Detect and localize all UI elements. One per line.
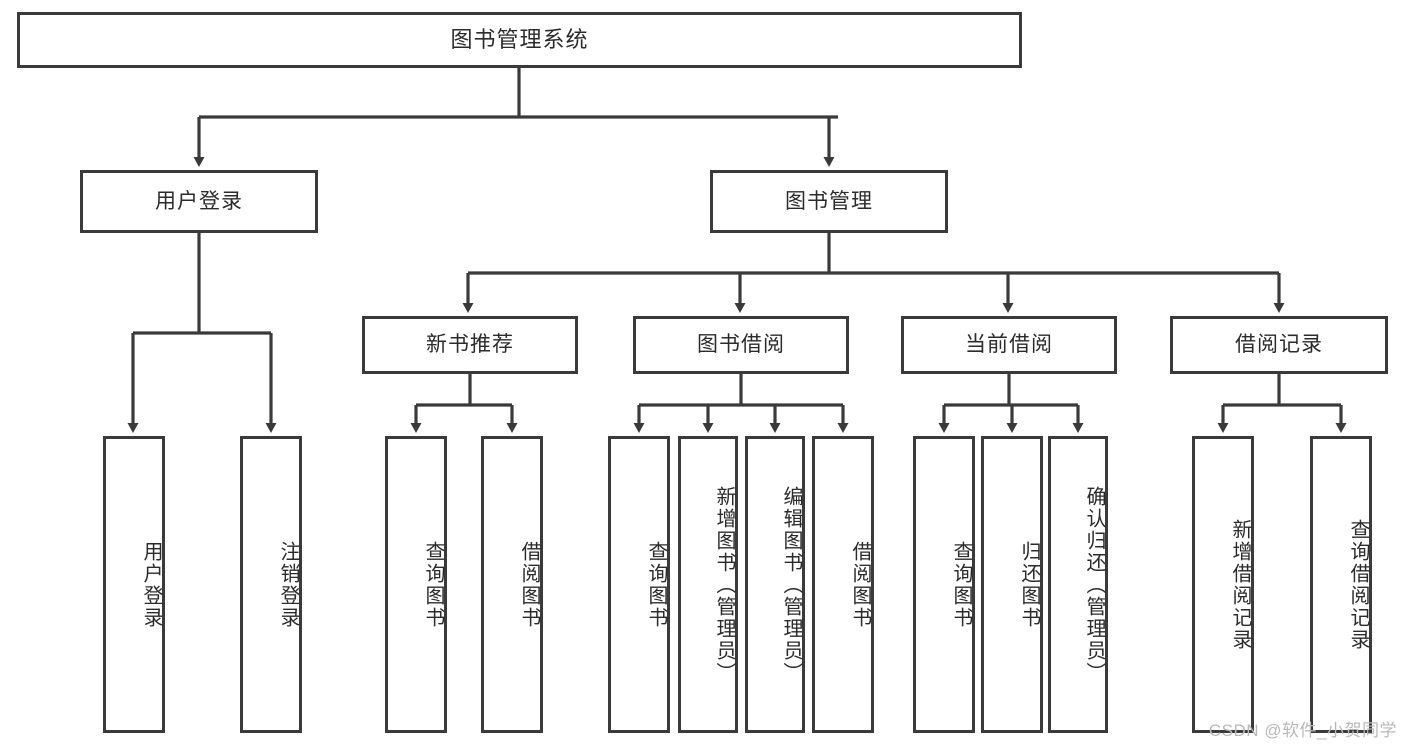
node-leaf-add-book[interactable]: 新增图书（管理员）	[678, 436, 738, 733]
node-leaf-borrow-book-1-label: 借阅图书	[518, 540, 540, 629]
node-root-label: 图书管理系统	[450, 26, 589, 52]
node-leaf-return-book[interactable]: 归还图书	[981, 436, 1043, 733]
node-current-borrow[interactable]: 当前借阅	[901, 316, 1117, 374]
node-user-login-label: 用户登录	[155, 189, 243, 213]
node-leaf-query-book-1-label: 查询图书	[422, 540, 444, 629]
node-new-book-rec-label: 新书推荐	[426, 333, 514, 357]
node-leaf-confirm-return[interactable]: 确认归还（管理员）	[1048, 436, 1108, 733]
node-user-login[interactable]: 用户登录	[80, 170, 318, 233]
node-book-borrow[interactable]: 图书借阅	[633, 316, 849, 374]
node-leaf-logout-label: 注销登录	[277, 540, 299, 629]
node-leaf-return-book-label: 归还图书	[1018, 540, 1040, 629]
node-new-book-rec[interactable]: 新书推荐	[362, 316, 578, 374]
watermark-text: CSDN @软件_小贺同学	[1208, 721, 1397, 740]
node-leaf-query-book-3[interactable]: 查询图书	[913, 436, 975, 733]
node-leaf-edit-book[interactable]: 编辑图书（管理员）	[745, 436, 805, 733]
node-leaf-user-login[interactable]: 用户登录	[103, 436, 165, 733]
node-book-manage-label: 图书管理	[785, 189, 873, 213]
node-leaf-query-book-1[interactable]: 查询图书	[385, 436, 447, 733]
node-book-borrow-label: 图书借阅	[697, 333, 785, 357]
node-leaf-add-record-label: 新增借阅记录	[1229, 518, 1251, 651]
node-leaf-query-book-3-label: 查询图书	[950, 540, 972, 629]
node-leaf-add-book-label: 新增图书（管理员）	[713, 485, 735, 684]
node-leaf-query-book-2-label: 查询图书	[645, 540, 667, 629]
node-leaf-logout[interactable]: 注销登录	[240, 436, 302, 733]
node-leaf-borrow-book-2[interactable]: 借阅图书	[812, 436, 874, 733]
node-leaf-user-login-label: 用户登录	[140, 540, 162, 629]
node-current-borrow-label: 当前借阅	[965, 333, 1053, 357]
node-leaf-borrow-book-1[interactable]: 借阅图书	[481, 436, 543, 733]
node-leaf-query-book-2[interactable]: 查询图书	[608, 436, 670, 733]
node-borrow-record-label: 借阅记录	[1235, 333, 1323, 357]
node-leaf-query-record[interactable]: 查询借阅记录	[1310, 436, 1372, 733]
node-leaf-borrow-book-2-label: 借阅图书	[849, 540, 871, 629]
node-leaf-add-record[interactable]: 新增借阅记录	[1192, 436, 1254, 733]
node-borrow-record[interactable]: 借阅记录	[1170, 316, 1388, 374]
node-root[interactable]: 图书管理系统	[17, 12, 1022, 68]
node-leaf-query-record-label: 查询借阅记录	[1347, 518, 1369, 651]
node-leaf-confirm-return-label: 确认归还（管理员）	[1083, 485, 1105, 684]
node-book-manage[interactable]: 图书管理	[710, 170, 948, 233]
node-leaf-edit-book-label: 编辑图书（管理员）	[780, 485, 802, 684]
